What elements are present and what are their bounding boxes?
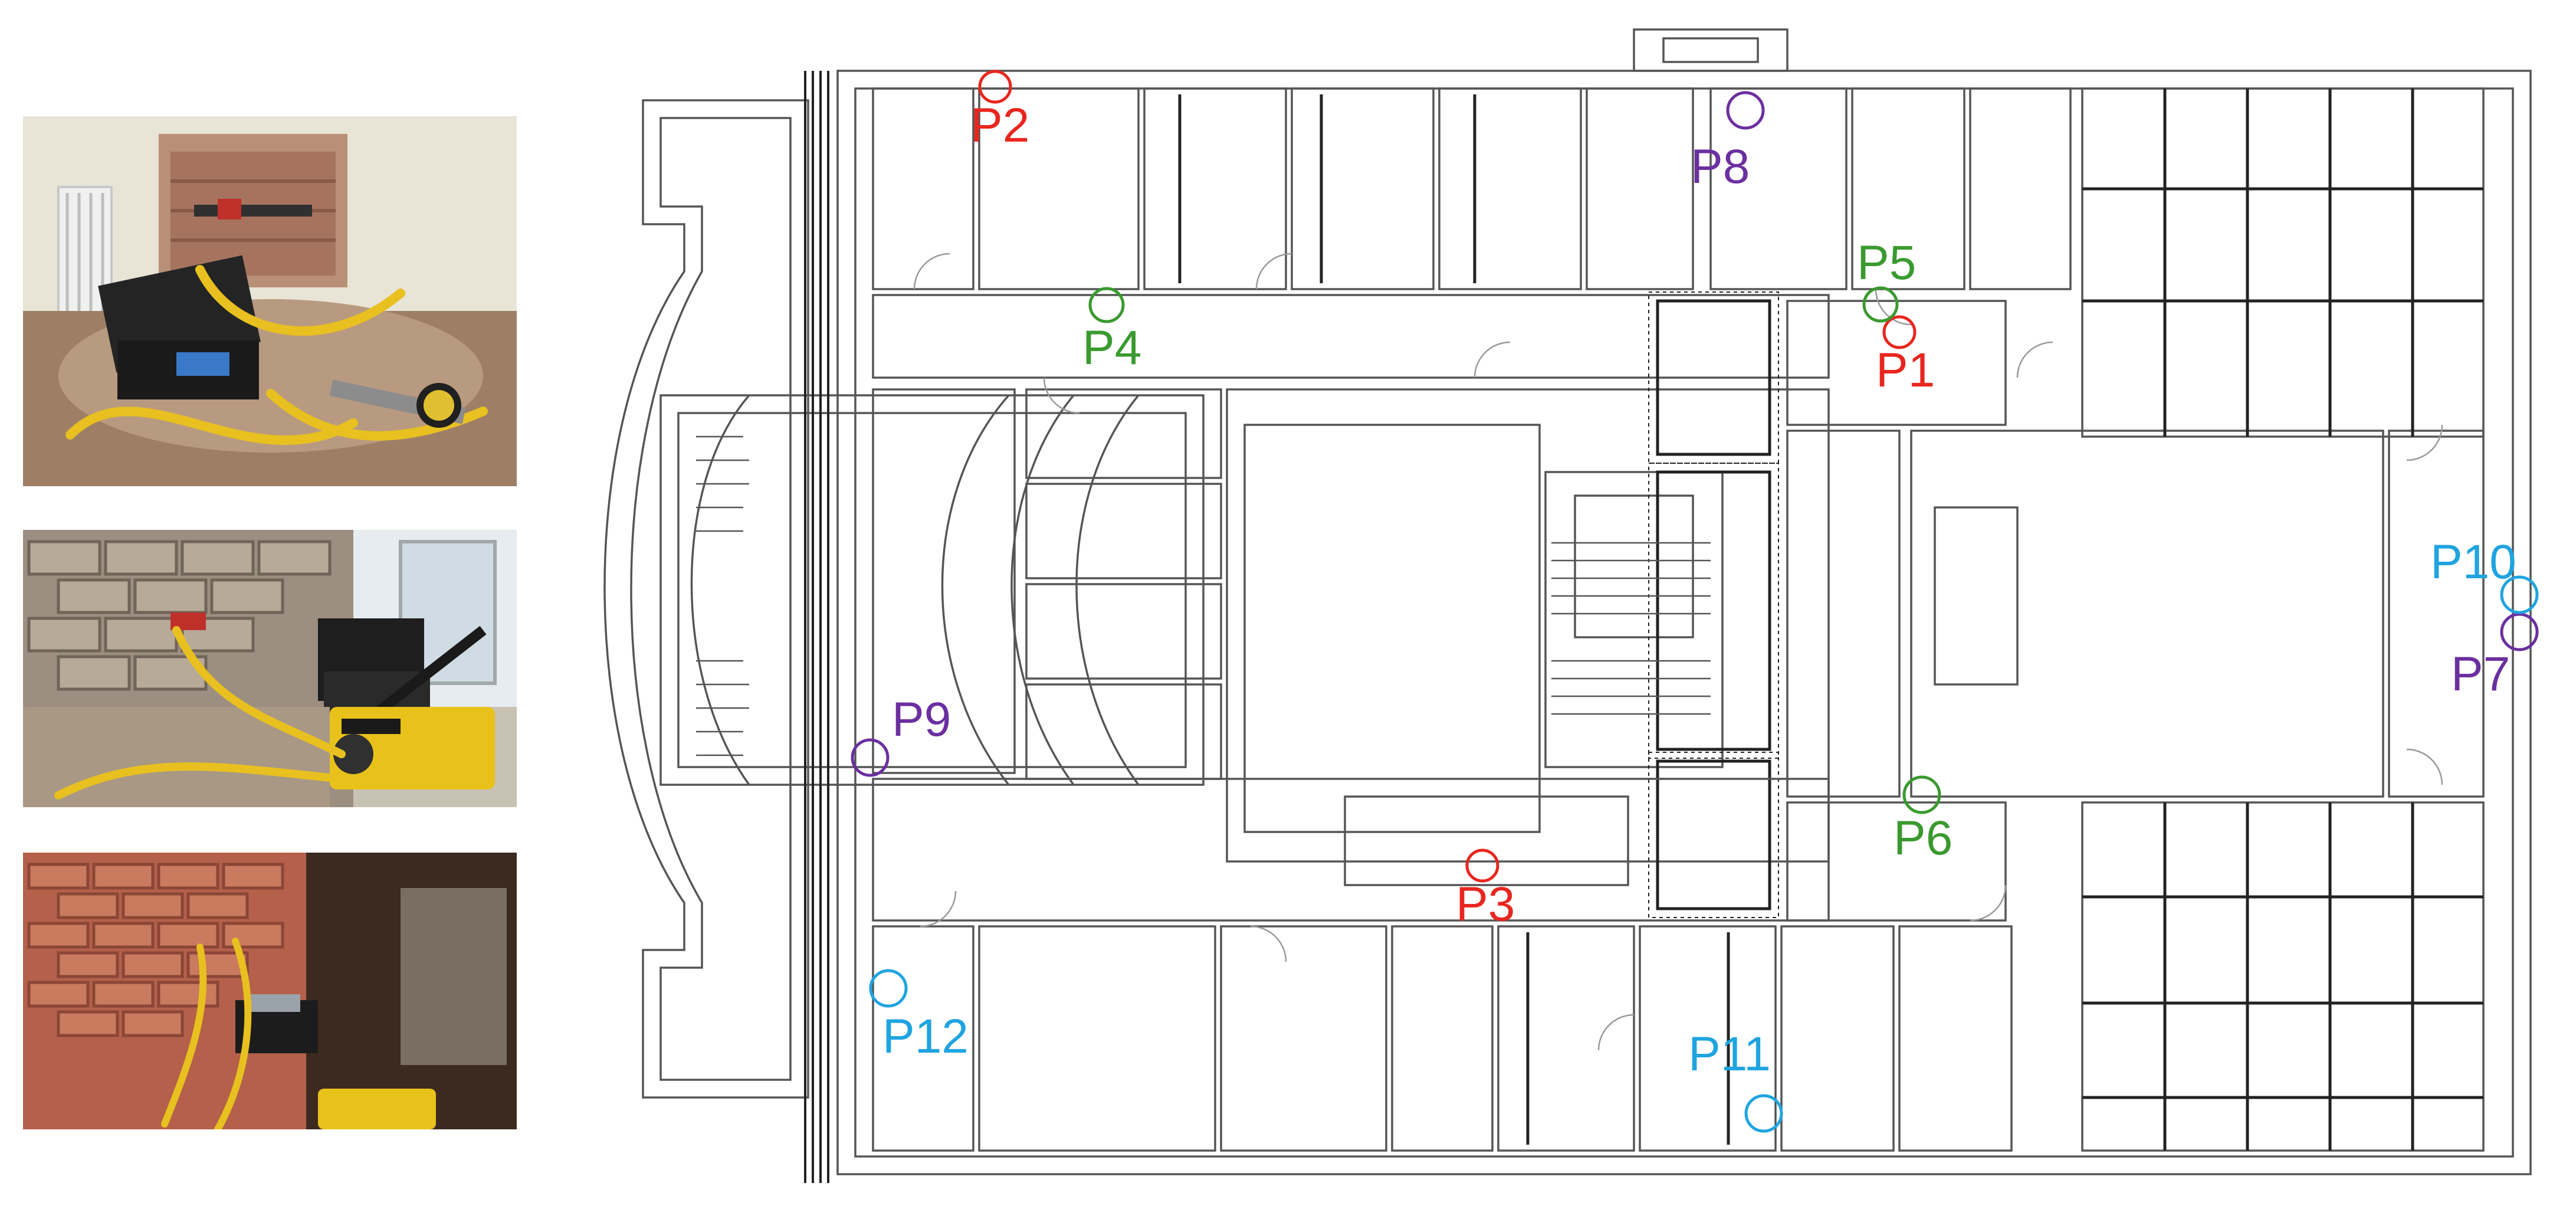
label-p12: P12 [882, 1010, 969, 1063]
label-p11: P11 [1688, 1027, 1771, 1081]
photo-test-setup-2 [23, 530, 517, 807]
north-rooms [872, 87, 2485, 438]
marker-p4 [1088, 287, 1125, 323]
marker-p7 [2500, 612, 2539, 651]
label-p10: P10 [2430, 535, 2516, 589]
label-p2: P2 [970, 99, 1029, 152]
label-p9: P9 [892, 693, 951, 746]
marker-p8 [1726, 91, 1765, 130]
label-p6: P6 [1894, 811, 1952, 865]
marker-p9 [851, 738, 890, 777]
label-p4: P4 [1082, 321, 1141, 375]
photo-test-setup-3 [23, 853, 517, 1129]
label-p8: P8 [1691, 140, 1750, 194]
floor-plan: P1 P2 P3 P4 P5 P6 P7 P8 P9 P10 P11 P12 [603, 28, 2539, 1183]
marker-p11 [1744, 1094, 1783, 1133]
marker-p6 [1902, 775, 1941, 814]
label-p1: P1 [1876, 343, 1935, 397]
marker-p1 [1882, 315, 1917, 349]
label-p3: P3 [1456, 877, 1515, 931]
south-rooms [872, 801, 2485, 1152]
photo-test-setup-1 [23, 116, 517, 486]
label-p5: P5 [1857, 236, 1916, 290]
west-apse [603, 99, 809, 1099]
gallery-rail-lines [804, 71, 829, 1183]
building-outer-wall [836, 70, 2532, 1175]
marker-p3 [1465, 848, 1499, 883]
marker-p5 [1862, 286, 1899, 323]
marker-p2 [978, 70, 1012, 104]
marker-p12 [869, 969, 908, 1008]
label-p7: P7 [2451, 647, 2510, 701]
marker-p10 [2500, 575, 2539, 614]
